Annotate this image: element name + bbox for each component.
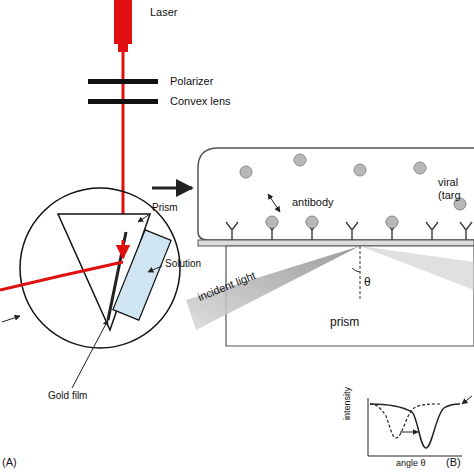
leader <box>138 214 150 222</box>
prism-label: prism <box>330 316 359 330</box>
component-label: Gold film <box>48 390 87 402</box>
panel-label: (B) <box>446 456 461 469</box>
angle-arc <box>352 268 360 272</box>
antibody-label: antibody <box>292 196 334 209</box>
beam-arrow <box>122 240 125 258</box>
antibody-symbols <box>226 222 472 240</box>
detector-arrow <box>2 316 20 322</box>
gold-film <box>108 232 126 320</box>
inlet-arrow <box>152 187 192 190</box>
flow-cell <box>198 148 474 240</box>
leader <box>72 320 108 388</box>
sensor-chip <box>198 240 474 246</box>
laser-nozzle <box>118 44 128 52</box>
leader <box>148 266 162 272</box>
laser <box>114 0 132 44</box>
light-label: incident light <box>196 269 257 304</box>
component-label: Polarizer <box>170 75 213 88</box>
component-label: Prism <box>152 202 178 214</box>
incident-light <box>186 246 360 330</box>
reflected-beam <box>0 262 123 290</box>
axis-label: intensity <box>342 387 352 420</box>
pointer-arrow <box>462 396 472 404</box>
panel-label: (A) <box>2 456 17 469</box>
prism-block <box>226 246 474 346</box>
polarizer <box>88 79 158 84</box>
target-label: viral (targ <box>438 176 472 201</box>
graph-axes <box>368 398 462 456</box>
component-label: Convex lens <box>170 95 231 108</box>
component-label: Solution <box>165 258 201 270</box>
angle-label: θ <box>364 276 371 290</box>
axis-label: angle θ <box>396 458 426 468</box>
convex-lens <box>88 99 158 104</box>
solution-cell <box>113 230 171 320</box>
binding-arrow <box>268 194 280 212</box>
viral-particles <box>240 154 466 228</box>
component-label: Laser <box>150 6 178 19</box>
reference-curve <box>370 404 440 438</box>
shifted-curve <box>370 404 460 448</box>
shift-arrow <box>400 432 418 433</box>
reflected-light <box>360 246 474 290</box>
normal-line <box>360 246 361 300</box>
